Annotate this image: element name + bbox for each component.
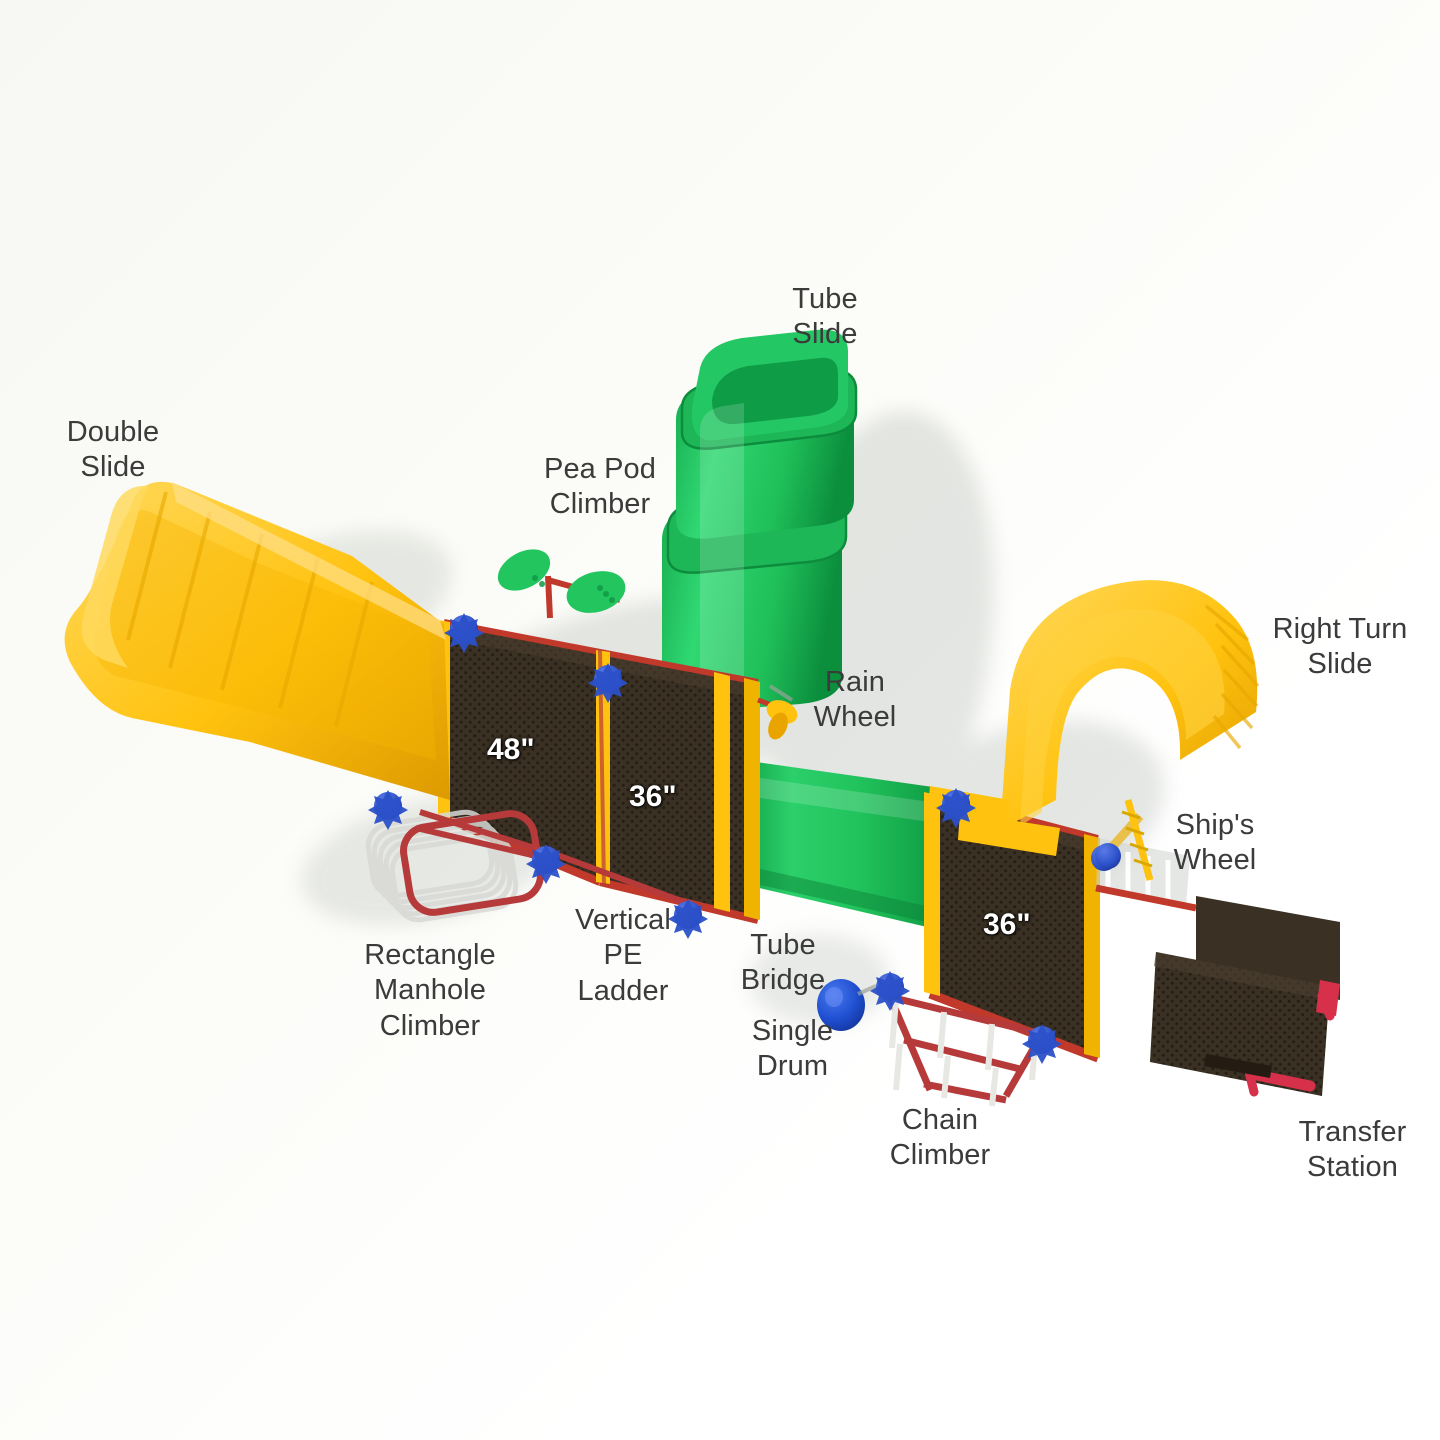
label-rain-wheel: Rain Wheel — [813, 666, 897, 734]
pea-pod-climber — [497, 549, 626, 619]
deck-height-48: 48" — [487, 733, 535, 766]
label-right-turn-slide: Right Turn Slide — [1272, 613, 1408, 681]
tube-slide — [662, 329, 858, 713]
label-double-slide: Double Slide — [66, 416, 160, 484]
label-tube-bridge: Tube Bridge — [740, 929, 826, 997]
label-single-drum: Single Drum — [751, 1015, 834, 1083]
rain-wheel — [757, 684, 798, 740]
label-vertical-pe-ladder: Vertical PE Ladder — [575, 904, 671, 1007]
label-transfer-station: Transfer Station — [1298, 1116, 1407, 1184]
label-rectangle-manhole-climber: Rectangle Manhole Climber — [364, 939, 496, 1042]
right-turn-slide — [928, 580, 1260, 856]
double-slide — [64, 481, 451, 800]
label-pea-pod-climber: Pea Pod Climber — [544, 453, 656, 521]
label-ships-wheel: Ship's Wheel — [1173, 809, 1257, 877]
rectangle-manhole-climber — [365, 809, 544, 923]
deck-height-36-right: 36" — [983, 908, 1031, 941]
clamp-connectors — [368, 613, 1121, 1064]
single-drum — [817, 979, 877, 1031]
label-tube-slide: Tube Slide — [792, 283, 858, 351]
deck-36-center — [596, 649, 760, 924]
transfer-station — [1150, 896, 1340, 1097]
label-chain-climber: Chain Climber — [889, 1104, 991, 1172]
deck-height-36-center: 36" — [629, 780, 677, 813]
